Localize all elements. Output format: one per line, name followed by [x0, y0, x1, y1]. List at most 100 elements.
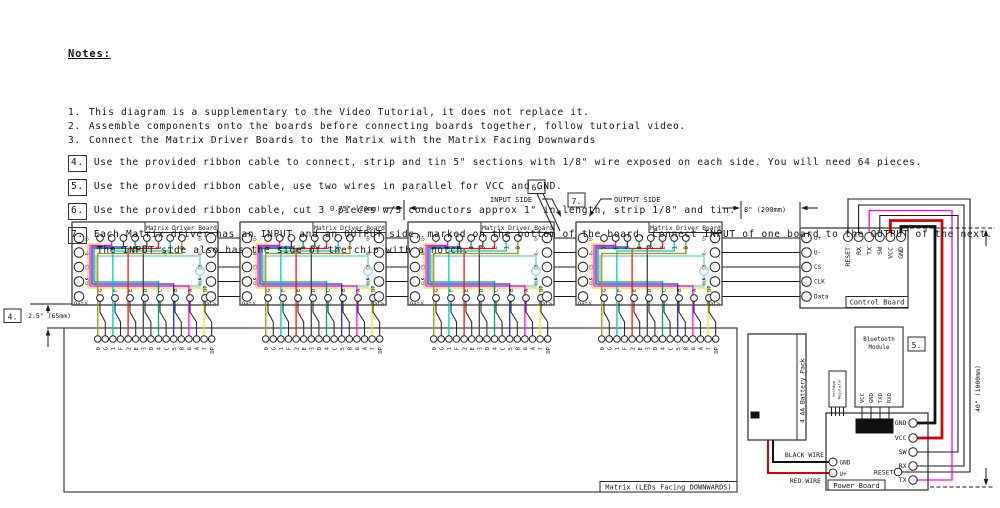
matrix-hole-label: B: [180, 346, 186, 350]
matrix-hole-label: DP: [210, 346, 216, 353]
matrix-hole-label: E: [302, 347, 308, 350]
bottom-pin: [324, 294, 332, 302]
matrix-hole: [635, 335, 644, 343]
control-top-pin-label: SW: [876, 247, 884, 255]
bus-pad-left: [73, 232, 85, 244]
output-side-label: OUTPUT SIDE: [614, 196, 660, 204]
bus-label: U-: [589, 250, 595, 255]
bottom-pin: [339, 294, 347, 302]
matrix-hole-label: C: [668, 347, 674, 350]
matrix-hole-label: G: [104, 347, 110, 350]
note-number: 5.: [68, 179, 87, 196]
matrix-hole-label: C: [332, 347, 338, 350]
bottom-pin: [645, 294, 653, 302]
dim-cable-label: 40" (1000mm): [974, 365, 982, 412]
digit-wire-3: [478, 241, 484, 336]
top-pin: [682, 234, 690, 242]
control-bus-label: U-: [814, 250, 821, 257]
matrix-hole: [704, 335, 712, 343]
matrix-hole: [147, 335, 155, 343]
bluetooth-pin-label: GND: [869, 393, 875, 403]
bus-label: U+: [589, 235, 595, 241]
segment-wire: [312, 301, 320, 336]
digit-wire-2: [631, 241, 664, 336]
top-pin-label: 1: [503, 246, 510, 250]
top-pin: [346, 234, 354, 242]
bottom-pin-label: G: [266, 289, 272, 292]
matrix-hole-label: 7: [202, 347, 208, 350]
top-pin: [623, 234, 632, 242]
power-left-pin-label: U+: [840, 471, 848, 478]
control-top-pin-label: RX: [855, 247, 863, 255]
power-right-pin: [908, 461, 918, 471]
segment-wire: [144, 301, 152, 336]
bottom-pin-label: E: [128, 289, 134, 292]
matrix-hole-label: 5: [676, 347, 682, 350]
matrix-hole-label: 4: [157, 346, 163, 350]
matrix-hole-label: 7: [538, 347, 544, 350]
power-reset-pin: [893, 467, 903, 477]
bus-label: U+: [85, 235, 91, 241]
top-pin-label: 1: [671, 246, 678, 250]
matrix-hole-label: E: [470, 347, 476, 350]
top-pin-label: 0: [515, 246, 522, 250]
bottom-pin: [432, 294, 440, 302]
control-bus-label: Data: [814, 294, 829, 301]
matrix-hole: [460, 335, 468, 343]
battery-label: 4 AA Battery Pack: [800, 358, 807, 423]
bus-pad-right: [373, 247, 385, 258]
matrix-hole-label: 3: [478, 347, 484, 350]
top-pin: [514, 234, 522, 242]
note-text: Use the provided ribbon cable, use two w…: [93, 181, 563, 192]
matrix-hole-label: 4: [661, 346, 667, 350]
matrix-hole-label: DP: [714, 346, 720, 353]
top-pin: [635, 234, 643, 242]
bus-pad-left: [577, 247, 589, 258]
bus-label: CS: [366, 264, 372, 270]
segment-wire: [357, 301, 366, 336]
bus-pad-left: [241, 291, 253, 302]
note-text: Assemble components onto the boards befo…: [88, 121, 686, 132]
bus-pad-right: [373, 276, 385, 287]
matrix-hole: [337, 335, 346, 343]
bottom-pin: [477, 294, 485, 302]
chip-notch: [194, 265, 206, 277]
bottom-pin: [96, 294, 104, 302]
power-right-pin-label: SW: [899, 448, 907, 456]
bus-pad-left: [409, 232, 421, 244]
matrix-hole-label: 5: [340, 347, 346, 350]
bus-label: U-: [253, 250, 259, 255]
segment-wire: [129, 301, 137, 336]
bus-pad-right: [541, 291, 553, 302]
digit-wire-5: [427, 241, 511, 336]
bus-label: CLK: [198, 277, 204, 285]
note-item: 1.This diagram is a supplementary to the…: [68, 106, 993, 120]
bluetooth-pin-label: VCC: [860, 393, 866, 403]
matrix-hole-label: 3: [310, 347, 316, 350]
bus-pad-right: [709, 247, 721, 258]
top-pin-label: 5: [289, 246, 296, 250]
control-bus-pad: [801, 261, 812, 273]
top-pin: [287, 234, 296, 242]
bottom-pin: [111, 294, 119, 302]
matrix-hole: [299, 335, 308, 343]
matrix-hole-label: 2: [294, 347, 300, 350]
control-bus-label: CLK: [814, 279, 825, 286]
bottom-pin: [447, 294, 455, 302]
bus-pad-left: [409, 261, 421, 273]
segment-wire: [450, 301, 458, 336]
top-pin-label: 4: [132, 246, 139, 250]
bottom-pin-label: F: [617, 289, 623, 292]
bus-label: CS: [198, 264, 204, 270]
matrix-hole: [154, 335, 163, 343]
bottom-pin-label: D: [143, 289, 149, 292]
top-pin-label: 1: [335, 246, 342, 250]
note-item: 7.Each Matrix driver has an INPUT and an…: [68, 227, 993, 244]
bus-pad-right: [709, 291, 721, 302]
matrix-hole-label: 0: [264, 347, 270, 350]
note-text: Use the provided ribbon cable to connect…: [93, 157, 922, 168]
top-pin-label: 6: [445, 246, 452, 250]
segment-wire: [282, 301, 290, 336]
bottom-pin: [294, 294, 302, 302]
top-pin: [658, 234, 667, 242]
